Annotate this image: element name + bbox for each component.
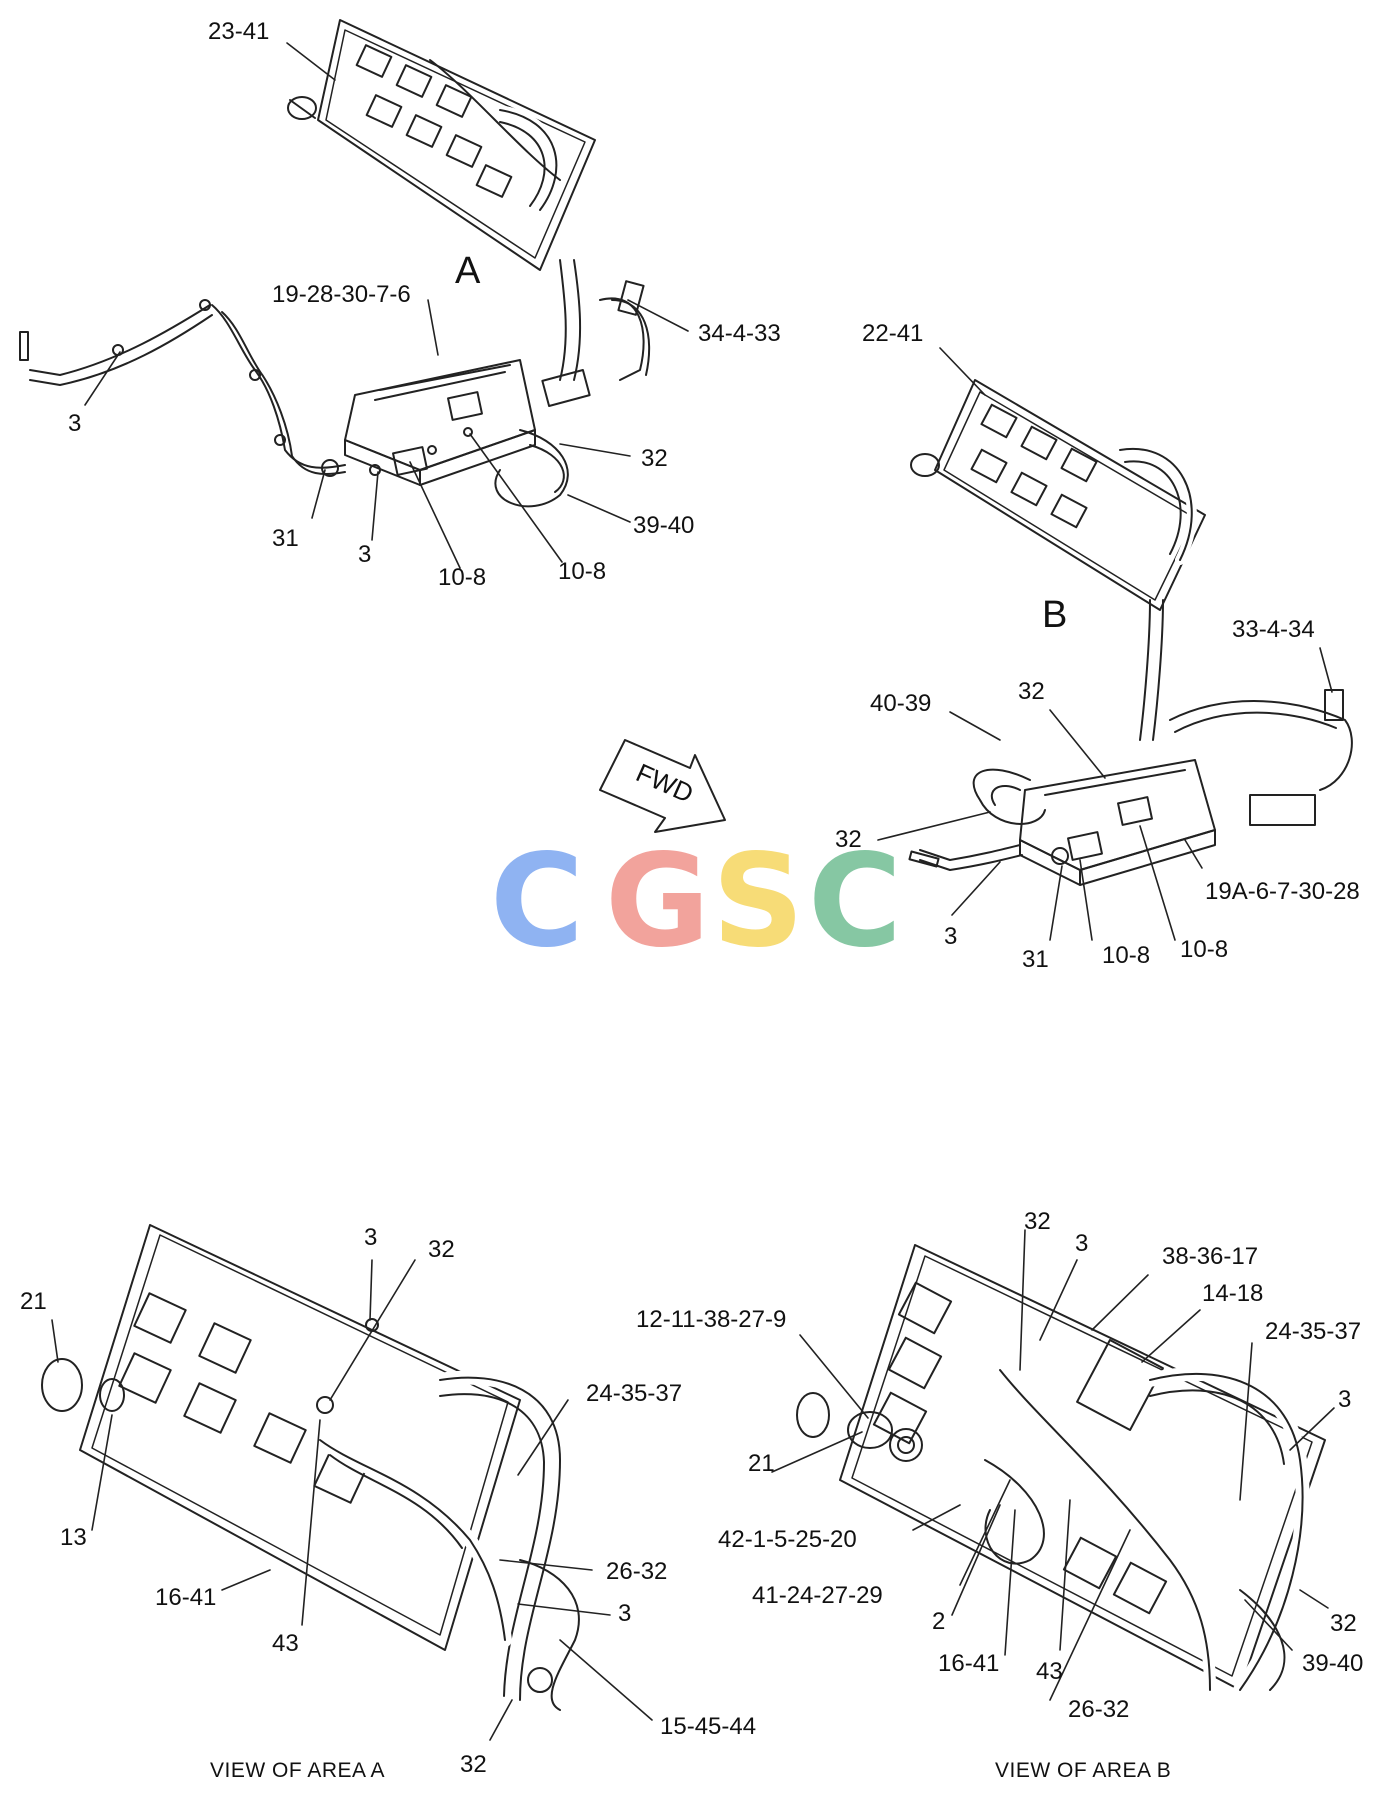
callout-label: 22-41 <box>862 320 924 347</box>
callout-label: 33-4-34 <box>1232 616 1315 643</box>
watermark-letter-g: G <box>605 827 711 976</box>
callout-label: 16-41 <box>155 1584 217 1611</box>
callout-label: 19-28-30-7-6 <box>272 281 411 308</box>
leader-lines <box>51 42 1335 1741</box>
callout-label: 38-36-17 <box>1162 1243 1259 1270</box>
callout-label: 10-8 <box>1180 936 1229 963</box>
caption-view-area-a: VIEW OF AREA A <box>210 1759 386 1782</box>
callout-label: 32 <box>835 826 862 853</box>
callout-label: 39-40 <box>1302 1650 1364 1677</box>
caption-view-area-b: VIEW OF AREA B <box>995 1759 1172 1782</box>
callout-label: 3 <box>1075 1230 1089 1257</box>
area-label-b: B <box>1042 594 1068 636</box>
callout-label: 32 <box>1024 1208 1051 1235</box>
callout-label: 19A-6-7-30-28 <box>1205 878 1360 905</box>
callout-label: 32 <box>1330 1610 1357 1637</box>
callout-label: 24-35-37 <box>586 1380 683 1407</box>
callout-label: 10-8 <box>438 564 487 591</box>
callout-label: 41-24-27-29 <box>752 1582 883 1609</box>
watermark-letter-c: C <box>490 827 584 976</box>
callout-label: 39-40 <box>633 512 695 539</box>
callout-label: 10-8 <box>1102 942 1151 969</box>
callout-label: 21 <box>20 1288 47 1315</box>
watermark-letter-c2: C <box>808 827 902 976</box>
harness-a <box>19 299 381 477</box>
control-module-b <box>908 759 1216 886</box>
area-label-a: A <box>455 250 481 292</box>
view-area-a <box>41 1224 580 1711</box>
fuse-panel-a <box>287 19 651 381</box>
callout-label: 15-45-44 <box>660 1713 757 1740</box>
callout-label: 32 <box>428 1236 455 1263</box>
callout-label: 31 <box>272 525 299 552</box>
callout-label: 3 <box>618 1600 632 1627</box>
callout-label: 10-8 <box>558 558 607 585</box>
callout-label: 34-4-33 <box>698 320 781 347</box>
callout-label: 16-41 <box>938 1650 1000 1677</box>
fwd-arrow <box>599 739 726 833</box>
callout-label: 26-32 <box>606 1558 668 1585</box>
callout-label: 24-35-37 <box>1265 1318 1362 1345</box>
watermark-letter-s: S <box>712 827 805 976</box>
callout-label: 26-32 <box>1068 1696 1130 1723</box>
callout-label: 3 <box>1338 1386 1352 1413</box>
callout-label: 14-18 <box>1202 1280 1264 1307</box>
callout-label: 12-11-38-27-9 <box>636 1306 787 1333</box>
callout-label: 13 <box>60 1524 87 1551</box>
callout-label: 32 <box>641 445 668 472</box>
callout-label: 43 <box>272 1630 299 1657</box>
callout-label: 31 <box>1022 946 1049 973</box>
control-module-a <box>344 359 591 508</box>
callout-label: 32 <box>1018 678 1045 705</box>
callout-label: 3 <box>944 923 958 950</box>
callout-label: 2 <box>932 1608 946 1635</box>
callout-label: 3 <box>68 410 82 437</box>
callout-label: 3 <box>364 1224 378 1251</box>
callout-label: 43 <box>1036 1658 1063 1685</box>
callout-label: 21 <box>748 1450 775 1477</box>
callout-label: 3 <box>358 541 372 568</box>
callout-label: 32 <box>460 1751 487 1778</box>
view-area-b <box>796 1244 1326 1697</box>
callout-label: 23-41 <box>208 18 270 45</box>
fuse-panel-b <box>910 379 1353 826</box>
callout-label: 42-1-5-25-20 <box>718 1526 857 1553</box>
callout-label: 40-39 <box>870 690 932 717</box>
